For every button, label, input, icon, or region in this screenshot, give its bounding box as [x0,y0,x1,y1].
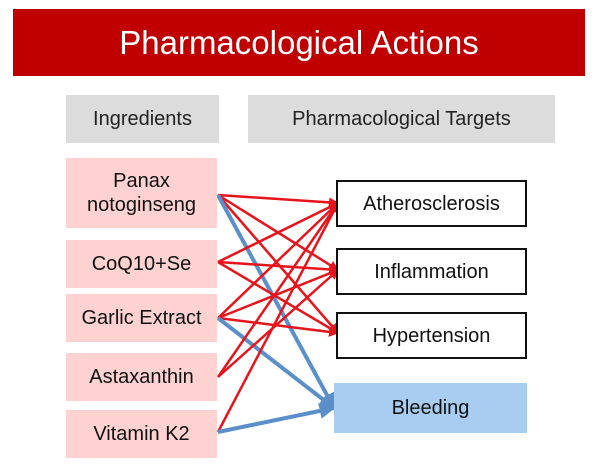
arrow-panax-to-hyper [217,194,339,334]
ingredient-astaxanthin: Astaxanthin [66,353,217,401]
ingredient-garlic-extract: Garlic Extract [66,294,217,342]
ingredient-label: Astaxanthin [89,366,194,388]
target-label: Bleeding [391,397,470,419]
arrow-coq10-to-athero [217,201,339,264]
arrow-astaxanthin-to-athero [216,202,340,378]
arrow-astaxanthin-to-inflam [217,269,339,378]
arrow-vitk2-to-athero [216,202,340,433]
arrow-garlic-to-athero [217,202,339,319]
target-label: Hypertension [372,324,491,347]
ingredient-coq10-se: CoQ10+Se [66,240,217,288]
arrow-coq10-to-hyper [217,260,339,335]
ingredient-label: Panax notoginseng [87,170,196,216]
arrow-garlic-to-inflam [217,268,339,320]
arrow-garlic-to-hyper [217,316,339,337]
ingredient-label: CoQ10+Se [91,253,192,275]
ingredient-panax-notoginseng: Panax notoginseng [66,158,217,228]
target-bleeding: Bleeding [334,383,527,433]
arrow-vitk2-to-bleed [217,403,336,434]
targets-header: Pharmacological Targets [248,95,555,143]
ingredient-label: Garlic Extract [81,307,202,329]
arrow-garlic-to-bleed [216,316,336,410]
target-label: Atherosclerosis [363,192,500,215]
target-inflammation: Inflammation [336,248,527,295]
target-label: Inflammation [374,260,489,283]
target-atherosclerosis: Atherosclerosis [336,180,527,227]
target-hypertension: Hypertension [336,312,527,359]
ingredients-header: Ingredients [66,95,219,143]
ingredient-label: Vitamin K2 [93,423,190,445]
arrow-panax-to-athero [217,193,339,208]
arrow-coq10-to-inflam [217,260,339,275]
arrow-panax-to-bleed [216,194,336,410]
ingredient-vitamin-k2: Vitamin K2 [66,410,217,458]
diagram-title: Pharmacological Actions [13,9,585,76]
